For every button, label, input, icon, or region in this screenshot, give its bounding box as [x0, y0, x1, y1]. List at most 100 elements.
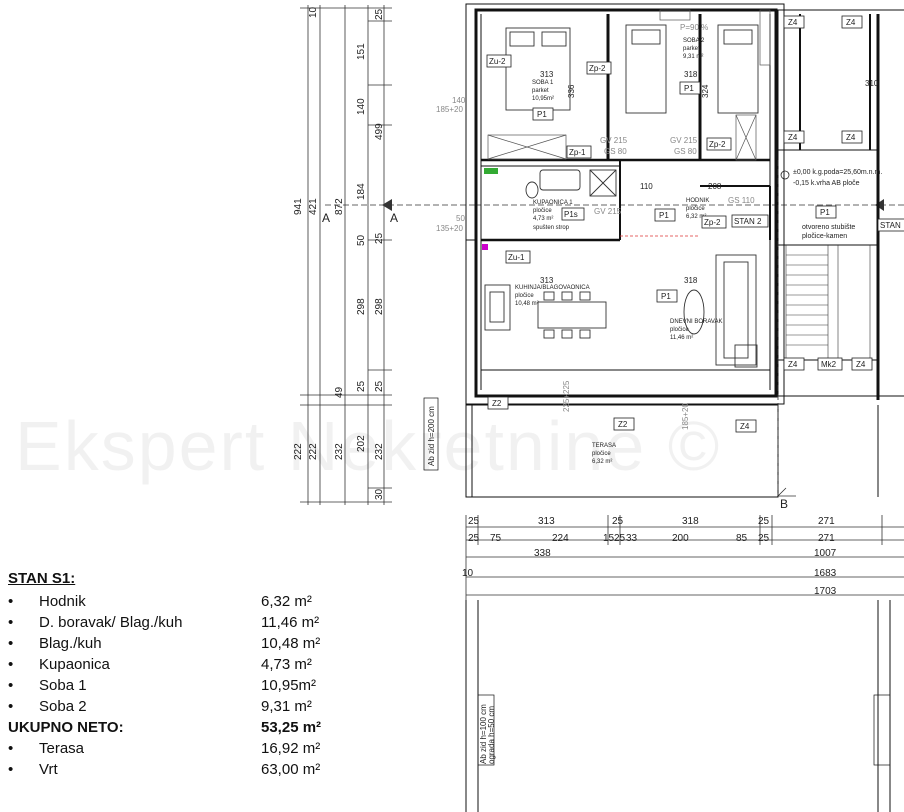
vertical-dimension-texts: 941 222 10 421 222 872 49 232 151 140 18… [293, 6, 385, 500]
kupaonica-name: KUPAONICA 1 [533, 200, 573, 206]
tag-p1: P1 [661, 292, 671, 301]
gv-label: GV 215 [670, 136, 698, 145]
room-labels: SOBA 1 parket 10,95m² SOBA 2 parket 9,31… [515, 38, 722, 465]
vdim: 184 [356, 183, 367, 200]
tag-z4: Z4 [788, 360, 798, 369]
terrace-outline [423, 397, 891, 812]
hdim: 1683 [814, 568, 837, 579]
vdim: 10 [308, 6, 319, 18]
vdim: 872 [334, 198, 345, 215]
shaft-marker [482, 244, 488, 250]
hdim: 25 [758, 516, 770, 527]
vdim: 499 [374, 123, 385, 140]
legend-total-name: UKUPNO NETO: [8, 719, 124, 736]
kuhinja-name: KUHINJA/BLAGOVAONICA [515, 285, 590, 291]
soba2-name: SOBA 2 [683, 38, 705, 44]
wdim: 135+20 [436, 224, 463, 233]
horizontal-dimension-texts: 25 313 25 318 25 271 25 75 224 15 25 33 … [462, 516, 837, 597]
kupaonica-note: spušten strop [533, 225, 570, 231]
hdim: 25 [612, 516, 624, 527]
idim: 110 [640, 182, 653, 191]
legend-total-value: 53,25 m² [261, 719, 322, 736]
wall-note: Ab zid h=200 cm [427, 406, 436, 466]
hdim: 33 [626, 533, 638, 544]
hdim: 10 [462, 568, 474, 579]
legend-item: • Soba 2 9,31 m² [8, 696, 348, 717]
tag-z4: Z4 [788, 133, 798, 142]
tag-p1s: P1s [564, 210, 578, 219]
tag-p1: P1 [684, 84, 694, 93]
vdim: 25 [356, 380, 367, 392]
hdim: 200 [672, 533, 689, 544]
dnevni-floor: pločice [670, 327, 689, 333]
level-notes: ±0,00 k.g.poda=25,60m.n.m. -0,15 k.vrha … [780, 169, 882, 240]
idim: 318 [684, 70, 698, 79]
legend-item-name: D. boravak/ Blag./kuh [39, 614, 183, 631]
terasa-name: TERASA [592, 443, 616, 449]
kuhinja-area: 10,48 m² [515, 301, 539, 307]
hdim: 224 [552, 533, 569, 544]
bullet-icon: • [8, 740, 14, 757]
vdim: 421 [308, 198, 319, 215]
level-note: ±0,00 k.g.poda=25,60m.n.m. [793, 169, 882, 176]
legend-item: • D. boravak/ Blag./kuh 11,46 m² [8, 612, 348, 633]
vdim: 49 [334, 386, 345, 398]
wdim: 225+225 [562, 380, 571, 412]
legend-item-value: 63,00 m² [261, 761, 321, 778]
legend-item-value: 9,31 m² [261, 698, 312, 715]
soba1-area: 10,95m² [532, 96, 554, 102]
legend-item-name: Blag./kuh [39, 635, 102, 652]
opening-codes: GV 215 GS 80 GV 215 GS 80 GV 215 GS 110 … [594, 23, 755, 216]
legend-item-value: 6,32 m² [261, 593, 312, 610]
vdim: 298 [356, 298, 367, 315]
tag-z2: Z2 [492, 399, 502, 408]
tag-p1: P1 [820, 208, 830, 217]
window-dimensions: 140 185+20 50 135+20 185+20 225+225 [436, 96, 690, 430]
vdim: 50 [356, 234, 367, 246]
level-note: -0,15 k.vrha AB ploče [793, 180, 860, 187]
legend-item-name: Soba 2 [39, 698, 87, 715]
gv-label: GV 215 [600, 136, 628, 145]
wall-note: ograda h=50 cm [487, 706, 496, 764]
vdim: 202 [356, 435, 367, 452]
wdim: 140 [452, 96, 466, 105]
wdim: 185+20 [681, 403, 690, 430]
wdim: 50 [456, 214, 465, 223]
soba1-floor: parket [532, 88, 549, 94]
stair-note: otvoreno stubište [802, 224, 855, 231]
bullet-icon: • [8, 593, 14, 610]
p90-label: P=90 % [680, 23, 708, 32]
tag-z2: Z2 [618, 420, 628, 429]
gv-label: GV 215 [594, 207, 622, 216]
tag-z4: Z4 [788, 18, 798, 27]
legend-item: • Vrt 63,00 m² [8, 759, 348, 780]
idim: 313 [540, 70, 554, 79]
hdim: 85 [736, 533, 748, 544]
hdim: 25 [468, 516, 480, 527]
bullet-icon: • [8, 698, 14, 715]
tag-zp2: Zp-2 [589, 64, 606, 73]
tag-p1: P1 [537, 110, 547, 119]
legend-item: • Blag./kuh 10,48 m² [8, 633, 348, 654]
wdim: 185+20 [436, 105, 463, 114]
bullet-icon: • [8, 656, 14, 673]
legend-item-value: 11,46 m² [261, 614, 320, 631]
furniture [484, 24, 871, 368]
vdim: 941 [293, 198, 304, 215]
tag-z4: Z4 [740, 422, 750, 431]
gs-label: GS 110 [728, 196, 755, 205]
section-a-label: A [390, 211, 398, 225]
idim: 310 [865, 79, 879, 88]
idim: 318 [684, 276, 698, 285]
built-in-closets [487, 9, 771, 161]
terasa-floor: pločice [592, 451, 611, 457]
vdim: 232 [374, 443, 385, 460]
vdim: 25 [374, 380, 385, 392]
legend-total: UKUPNO NETO: 53,25 m² [8, 717, 348, 738]
bullet-icon: • [8, 635, 14, 652]
tag-zu2: Zu-2 [489, 57, 506, 66]
legend-title: STAN S1: [8, 570, 76, 587]
gs-label: GS 80 [674, 147, 697, 156]
hodnik-area: 6,32 m² [686, 214, 706, 220]
